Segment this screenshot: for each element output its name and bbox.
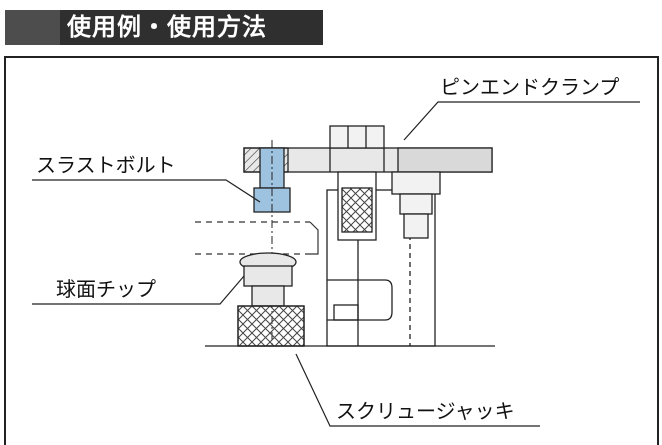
thrust-bolt xyxy=(253,140,291,348)
label-thrust-bolt: スラストボルト xyxy=(36,153,176,177)
pin-column xyxy=(337,171,377,241)
screw-jack xyxy=(237,305,305,347)
section-title: 使用例・使用方法 xyxy=(67,13,267,41)
workpiece-outline xyxy=(195,221,319,255)
pin-nut xyxy=(329,125,385,149)
leader-thrust-bolt xyxy=(32,179,261,203)
leader-screw-jack xyxy=(295,353,540,427)
label-ball-tip: 球面チップ xyxy=(56,277,156,301)
leader-ball-tip xyxy=(32,275,245,305)
leader-lines xyxy=(32,101,640,427)
ball-tip xyxy=(239,252,297,307)
section-header: 使用例・使用方法 xyxy=(5,10,323,45)
diagram-panel xyxy=(4,56,659,445)
leader-pin-end-clamp xyxy=(403,101,640,141)
right-pivot xyxy=(391,171,441,239)
label-pin-end-clamp: ピンエンドクランプ xyxy=(440,75,619,99)
label-screw-jack: スクリュージャッキ xyxy=(336,399,515,423)
header-accent-block xyxy=(5,10,60,45)
